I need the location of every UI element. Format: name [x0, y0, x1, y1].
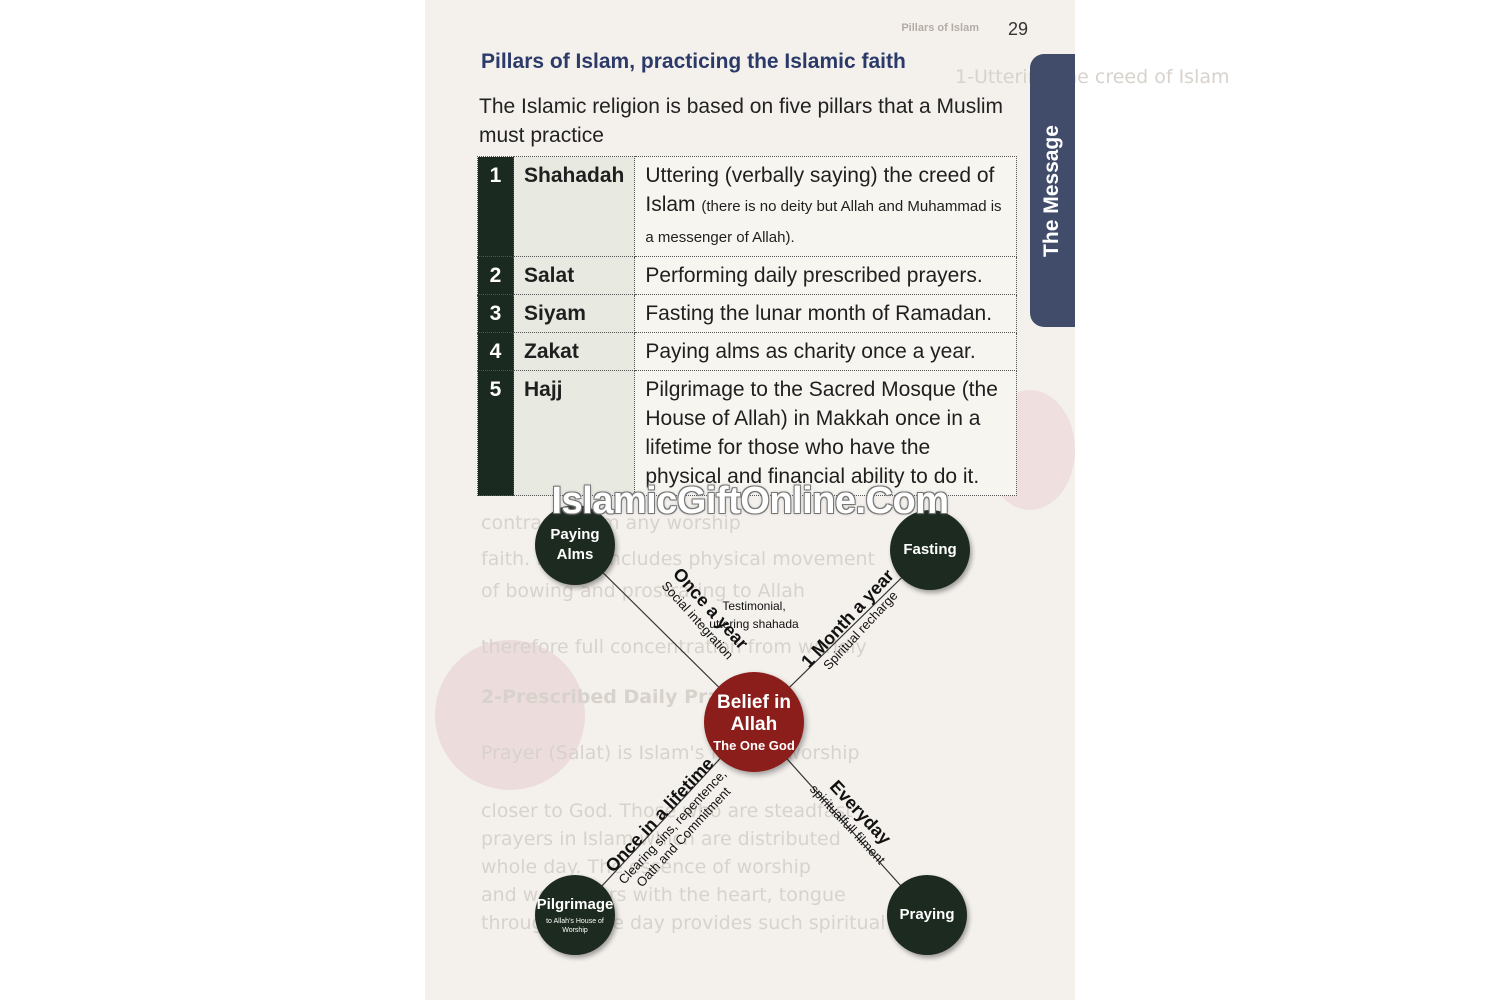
pillar-name: Salat [512, 256, 636, 295]
node-title: Paying Alms [550, 526, 600, 563]
node-fasting: Fasting [890, 510, 970, 590]
pillar-description-note: (there is no deity but Allah and Muhamma… [645, 198, 1002, 246]
pillar-number: 5 [477, 370, 514, 496]
pillar-description: Uttering (verbally saying) the creed of … [634, 156, 1017, 257]
testimonial-label: Testimonial, uttering shahada [709, 597, 798, 633]
pillars-diagram: Testimonial, uttering shahada Once a yea… [425, 0, 1075, 1000]
table-row: 4 Zakat Paying alms as charity once a ye… [477, 332, 1017, 371]
node-praying: Praying [887, 875, 967, 955]
watermark: IslamicGiftOnline.Com [551, 480, 949, 522]
node-paying-alms: Paying Alms [535, 505, 615, 585]
center-belief-circle: Belief in Allah The One God [704, 672, 804, 772]
background-stamp [435, 640, 585, 790]
pillar-description: Fasting the lunar month of Ramadan. [634, 294, 1017, 333]
page-number: 29 [1007, 19, 1028, 39]
running-header: Pillars of Islam [901, 22, 979, 34]
pillar-number: 4 [477, 332, 514, 371]
node-title: Fasting [903, 541, 957, 558]
table-row: 5 Hajj Pilgrimage to the Sacred Mosque (… [477, 370, 1017, 496]
pillar-name: Siyam [512, 294, 636, 333]
section-title: Pillars of Islam, practicing the Islamic… [481, 50, 906, 73]
book-page: 1-Uttering the creed of Islam A person b… [425, 0, 1230, 1000]
node-subtitle: to Allah's House of Worship [546, 918, 604, 934]
pillar-description: Performing daily prescribed prayers. [634, 256, 1017, 295]
intro-paragraph: The Islamic religion is based on five pi… [479, 95, 1004, 147]
pillar-number: 1 [477, 156, 514, 257]
pillar-description: Pilgrimage to the Sacred Mosque (the Hou… [634, 370, 1017, 496]
pillar-description-text: Uttering (verbally saying) the creed of … [645, 164, 995, 216]
testimonial-line: Testimonial, [722, 599, 786, 613]
center-title: Belief in Allah [717, 691, 791, 735]
pillars-table: 1 Shahadah Uttering (verbally saying) th… [477, 156, 1017, 496]
pillar-number: 3 [477, 294, 514, 333]
node-pilgrimage: Pilgrimage to Allah's House of Worship [535, 875, 615, 955]
chapter-tab[interactable]: The Message [1030, 54, 1075, 327]
testimonial-line: uttering shahada [709, 617, 799, 631]
center-subtitle: The One God [713, 737, 795, 753]
pillar-description: Paying alms as charity once a year. [634, 332, 1017, 371]
pillar-number: 2 [477, 256, 514, 295]
table-row: 2 Salat Performing daily prescribed pray… [477, 256, 1017, 295]
table-row: 3 Siyam Fasting the lunar month of Ramad… [477, 294, 1017, 333]
node-title: Praying [899, 906, 955, 923]
pillar-name: Hajj [512, 370, 636, 496]
node-title: Pilgrimage [536, 896, 614, 913]
table-row: 1 Shahadah Uttering (verbally saying) th… [477, 156, 1017, 257]
